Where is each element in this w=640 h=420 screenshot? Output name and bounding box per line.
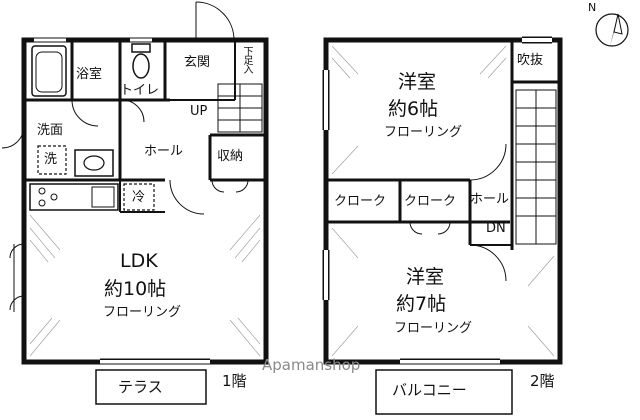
room-closet-2: クローク — [404, 194, 457, 209]
floor2-stairs — [515, 89, 557, 245]
label-washer: 洗 — [44, 152, 58, 167]
floor1-stairs — [217, 83, 263, 133]
room-western1-size: 約6帖 — [388, 98, 439, 120]
room-hall-2f: ホール — [470, 192, 510, 207]
toilet-fixture — [131, 43, 151, 53]
terrace-label: テラス — [118, 378, 163, 396]
closet-door — [409, 221, 451, 235]
room-bath: 浴室 — [76, 67, 103, 82]
balcony — [375, 369, 513, 415]
bathtub — [31, 45, 67, 97]
label-stairs-down: DN — [486, 221, 506, 236]
label-fridge: 冷 — [132, 190, 146, 205]
entrance-door — [195, 1, 235, 41]
floor2-label: 2階 — [530, 372, 555, 390]
washer-space — [37, 145, 67, 175]
fridge-space — [123, 183, 155, 211]
terrace — [95, 369, 207, 405]
room-atrium: 吹抜 — [517, 53, 544, 68]
room-ldk: LDK — [120, 250, 158, 272]
ldk-floor-hatch — [29, 214, 261, 357]
ldk-door — [169, 179, 205, 215]
balcony-label: バルコニー — [392, 381, 467, 399]
watermark: Apamanshop — [262, 356, 361, 374]
floor2-floor-hatch — [331, 45, 555, 357]
room-toilet: トイレ — [120, 83, 160, 98]
room-western1: 洋室 — [398, 71, 437, 93]
room-western1-floor: フローリング — [384, 125, 463, 140]
north-arrow-icon: N — [588, 1, 636, 56]
room-entrance: 玄関 — [184, 55, 211, 70]
north-label: N — [588, 1, 597, 14]
wash-door — [1, 125, 25, 149]
floor1-label: 1階 — [222, 372, 247, 390]
western2-door — [469, 244, 507, 282]
kitchen-counter — [29, 183, 119, 211]
room-washroom: 洗面 — [37, 123, 64, 138]
bath-door — [71, 99, 99, 127]
room-western2-floor: フローリング — [394, 321, 473, 336]
room-shoe-box: 下足入 — [241, 46, 252, 73]
room-western2-size: 約7帖 — [396, 293, 447, 315]
room-closet-1: クローク — [334, 194, 387, 209]
label-stairs-up: UP — [190, 104, 208, 119]
toilet-door — [121, 99, 145, 123]
room-ldk-size: 約10帖 — [104, 278, 167, 300]
room-hall-1f: ホール — [144, 144, 184, 159]
room-western2: 洋室 — [406, 266, 445, 288]
room-ldk-floor: フローリング — [103, 305, 182, 320]
room-storage: 収納 — [217, 149, 244, 164]
western1-door — [469, 143, 507, 181]
washbasin — [74, 149, 114, 177]
